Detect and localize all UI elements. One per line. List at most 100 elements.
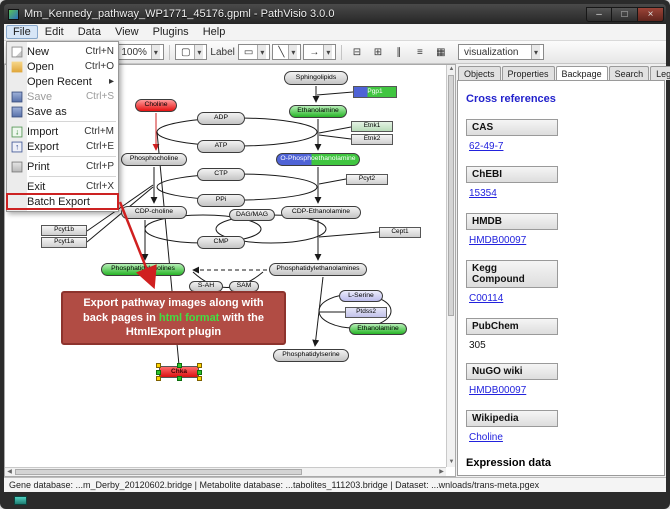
scroll-left-icon[interactable]: ◀ (5, 468, 14, 477)
distribute-button[interactable]: ∥ (389, 44, 408, 61)
menu-item-print[interactable]: PrintCtrl+P (7, 159, 118, 174)
label-tool-button[interactable]: Label (209, 44, 235, 61)
selection-handle[interactable] (197, 376, 202, 381)
horizontal-scrollbar[interactable]: ◀ ▶ (5, 467, 446, 476)
no-icon (12, 76, 23, 87)
chevron-down-icon: ▾ (257, 45, 266, 59)
pathway-node-ptdss2[interactable]: Ptdss2 (345, 307, 387, 318)
selection-handle[interactable] (197, 363, 202, 368)
connector-arrow-icon: → (309, 47, 319, 58)
tab-search[interactable]: Search (609, 66, 650, 80)
pathway-node-pcyt2[interactable]: Pcyt2 (346, 174, 388, 185)
shape-tool-combobox[interactable]: ▭ ▾ (238, 44, 270, 60)
xref-link[interactable]: 15354 (469, 188, 497, 199)
pathway-node-ethanolamine[interactable]: Ethanolamine (349, 323, 407, 335)
minimize-button[interactable]: – (586, 7, 612, 22)
statusbar: Gene database: ...m_Derby_20120602.bridg… (4, 477, 666, 492)
group-icon: ▦ (436, 47, 445, 58)
pathway-node-dag-mag[interactable]: DAG/MAG (229, 209, 275, 221)
selection-handle[interactable] (177, 376, 182, 381)
pathway-node-o-phosphoethanolamine[interactable]: O-Phosphoethanolamine (276, 153, 360, 166)
menu-view[interactable]: View (108, 25, 146, 39)
xref-link[interactable]: C00114 (469, 293, 503, 304)
horizontal-scroll-thumb[interactable] (15, 469, 302, 475)
connector-tool-combobox[interactable]: → ▾ (303, 44, 336, 60)
vertical-scrollbar[interactable]: ▲ ▼ (446, 65, 455, 467)
chevron-down-icon: ▾ (288, 45, 297, 59)
xref-link[interactable]: HMDB00097 (469, 235, 526, 246)
scroll-up-icon[interactable]: ▲ (447, 65, 456, 74)
xref-link[interactable]: 62-49-7 (469, 141, 503, 152)
menu-help[interactable]: Help (196, 25, 233, 39)
pathway-node-ppi[interactable]: PPi (197, 194, 245, 207)
datanode-type-combobox[interactable]: ▢ ▾ (175, 44, 207, 60)
menu-item-save-as[interactable]: Save as (7, 104, 118, 119)
selection-handle[interactable] (197, 370, 202, 375)
pathway-node-ctp[interactable]: CTP (197, 168, 245, 181)
vertical-scroll-thumb[interactable] (448, 75, 454, 316)
selection-handle[interactable] (156, 376, 161, 381)
pathway-node-phosphatidylserine[interactable]: Phosphatidylserine (273, 349, 349, 362)
pathway-node-pcyt1b[interactable]: Pcyt1b (41, 225, 87, 236)
menu-plugins[interactable]: Plugins (146, 25, 196, 39)
pathway-node-phosphocholine[interactable]: Phosphocholine (121, 153, 187, 166)
menu-item-new[interactable]: NewCtrl+N (7, 44, 118, 59)
pathway-node-pcyt1a[interactable]: Pcyt1a (41, 237, 87, 248)
xref-section-cas: CAS62-49-7 (466, 119, 664, 154)
group-button[interactable]: ▦ (431, 44, 450, 61)
xref-link[interactable]: Choline (469, 432, 503, 443)
menu-item-open-recent[interactable]: Open Recent▸ (7, 74, 118, 89)
menu-item-save[interactable]: SaveCtrl+S (7, 89, 118, 104)
maximize-button[interactable]: □ (612, 7, 638, 22)
tab-legend[interactable]: Legend (650, 66, 670, 80)
selection-handle[interactable] (156, 370, 161, 375)
pathway-node-cdp-ethanolamine[interactable]: CDP-Ethanolamine (281, 206, 361, 219)
xref-section-hmdb: HMDBHMDB00097 (466, 213, 664, 248)
pathway-node-choline[interactable]: Choline (135, 99, 177, 112)
tab-backpage[interactable]: Backpage (556, 66, 608, 81)
pathway-node-l-serine[interactable]: L-Serine (339, 290, 383, 302)
xref-link[interactable]: HMDB00097 (469, 385, 526, 396)
menu-item-label: Save (27, 91, 80, 103)
annotation-text: Export pathway images along with back pa… (71, 296, 276, 341)
zoom-combobox[interactable]: 100% ▾ (115, 44, 164, 60)
scroll-down-icon[interactable]: ▼ (447, 458, 456, 467)
align-left-button[interactable]: ⊟ (347, 44, 366, 61)
pathway-node-ethanolamine[interactable]: Ethanolamine (289, 105, 347, 118)
menu-data[interactable]: Data (71, 25, 108, 39)
pathway-node-etnk2[interactable]: Etnk2 (351, 134, 393, 145)
pathway-node-etnk1[interactable]: Etnk1 (351, 121, 393, 132)
menu-item-export[interactable]: ExportCtrl+E (7, 139, 118, 154)
chevron-down-icon: ▾ (151, 45, 160, 59)
titlebar[interactable]: Mm_Kennedy_pathway_WP1771_45176.gpml - P… (4, 4, 666, 24)
line-tool-combobox[interactable]: ╲ ▾ (272, 44, 301, 60)
pathway-node-cdp-choline[interactable]: CDP-choline (121, 206, 187, 219)
new-icon (12, 46, 23, 57)
pathway-node-sphingolipids[interactable]: Sphingolipids (284, 71, 348, 85)
pathway-node-phosphatidylcholines[interactable]: Phosphatidylcholines (101, 263, 185, 276)
toolbar-separator (169, 45, 170, 60)
pathway-node-pgp1[interactable]: Pgp1 (353, 86, 397, 98)
annotation-callout: Export pathway images along with back pa… (61, 291, 286, 345)
pathway-node-phosphatidylethanolamines[interactable]: Phosphatidylethanolamines (269, 263, 367, 276)
selection-handle[interactable] (156, 363, 161, 368)
pathway-node-adp[interactable]: ADP (197, 112, 245, 125)
visualization-combobox[interactable]: visualization ▾ (458, 44, 544, 60)
pathway-node-cept1[interactable]: Cept1 (379, 227, 421, 238)
menu-edit[interactable]: Edit (38, 25, 71, 39)
align-center-button[interactable]: ⊞ (368, 44, 387, 61)
xref-header: ChEBI (466, 166, 558, 183)
scroll-right-icon[interactable]: ▶ (437, 468, 446, 477)
pathway-node-cmp[interactable]: CMP (197, 236, 245, 249)
tab-properties[interactable]: Properties (502, 66, 555, 80)
selection-handle[interactable] (177, 363, 182, 368)
pathway-node-atp[interactable]: ATP (197, 140, 245, 153)
menu-item-open[interactable]: OpenCtrl+O (7, 59, 118, 74)
menu-item-batch-export[interactable]: Batch Export (7, 194, 118, 209)
menu-item-import[interactable]: ImportCtrl+M (7, 124, 118, 139)
tab-objects[interactable]: Objects (458, 66, 501, 80)
stack-button[interactable]: ≡ (410, 44, 429, 61)
close-button[interactable]: × (638, 7, 664, 22)
menu-item-exit[interactable]: ExitCtrl+X (7, 179, 118, 194)
menu-file[interactable]: File (6, 25, 38, 39)
